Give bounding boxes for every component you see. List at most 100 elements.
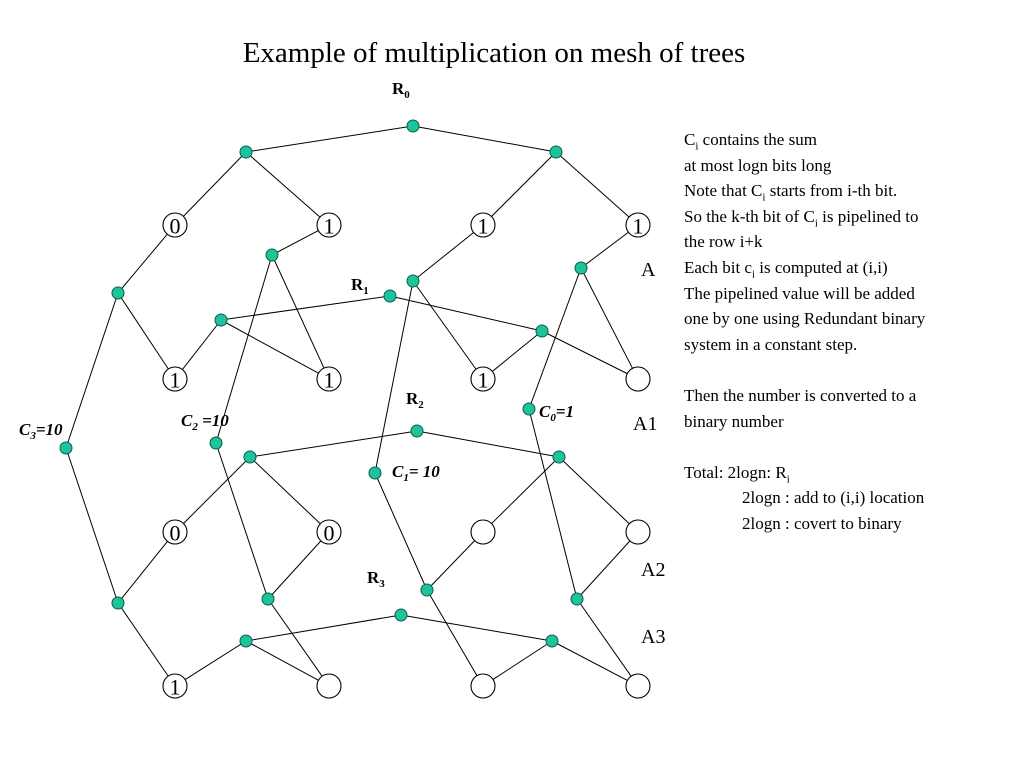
tree-edge bbox=[416, 430, 560, 458]
tree-edge bbox=[576, 540, 631, 600]
tree-node-c1-t bbox=[406, 274, 420, 288]
tree-edge bbox=[117, 541, 168, 604]
tree-edge bbox=[389, 295, 543, 332]
grid-cell-1-2: 1 bbox=[470, 366, 496, 393]
tree-nodes bbox=[59, 119, 588, 648]
slide-title: Example of multiplication on mesh of tre… bbox=[242, 37, 746, 69]
tree-edge bbox=[249, 456, 321, 525]
tree-node-c1-root bbox=[368, 466, 382, 480]
note-line: Each bit ci is computed at (i,i) bbox=[684, 257, 888, 281]
tree-node-r1-root bbox=[383, 289, 397, 303]
tree-node-r0-root bbox=[406, 119, 420, 133]
tree-edge bbox=[245, 125, 414, 153]
note-line: binary number bbox=[684, 411, 784, 431]
tree-edge bbox=[492, 640, 553, 680]
grid-cell-value: 1 bbox=[478, 368, 489, 393]
column-tree-label-c3: C3=10 bbox=[19, 420, 63, 442]
tree-edge bbox=[576, 598, 632, 677]
row-tree-label-r2: R2 bbox=[406, 389, 424, 411]
column-tree-label-c2: C2 =10 bbox=[181, 411, 229, 433]
note-line: The pipelined value will be added bbox=[684, 283, 915, 303]
tree-node-r3-l bbox=[239, 634, 253, 648]
note-line: the row i+k bbox=[684, 232, 763, 252]
tree-node-r0-r bbox=[549, 145, 563, 159]
note-line: Note that Ci starts from i-th bit. bbox=[684, 181, 898, 204]
grid-cell-0-3: 1 bbox=[625, 212, 651, 239]
tree-edge bbox=[220, 319, 319, 374]
tree-node-r2-root bbox=[410, 424, 424, 438]
note-spacer bbox=[684, 357, 1014, 383]
note-line: Ci contains the sum bbox=[684, 130, 817, 153]
tree-edge bbox=[271, 254, 325, 369]
tree-edge bbox=[426, 540, 476, 591]
tree-edge bbox=[65, 292, 119, 449]
tree-edge bbox=[117, 233, 168, 294]
note-line: Then the number is converted to a bbox=[684, 385, 917, 405]
grid-cell-1-1: 1 bbox=[316, 366, 342, 393]
tree-edge bbox=[400, 614, 553, 642]
grid-cell-value: 0 bbox=[324, 521, 335, 546]
tree-edge bbox=[245, 151, 321, 218]
tree-edge bbox=[412, 125, 557, 153]
grid-cell-2-0: 0 bbox=[162, 519, 188, 546]
note-line: So the k-th bit of Ci is pipelined to bbox=[684, 206, 919, 230]
tree-node-c0-b bbox=[570, 592, 584, 606]
tree-edge bbox=[267, 598, 323, 677]
tree-edge bbox=[249, 430, 418, 458]
grid-cell-value: 1 bbox=[633, 214, 644, 239]
grid-cell-value: 0 bbox=[170, 521, 181, 546]
tree-edge bbox=[181, 319, 222, 370]
tree-node-r3-r bbox=[545, 634, 559, 648]
note-line: at most logn bits long bbox=[684, 155, 832, 175]
tree-edge bbox=[412, 232, 474, 282]
tree-edge bbox=[267, 540, 322, 600]
tree-edge bbox=[551, 640, 628, 681]
row-tree-label-r1: R1 bbox=[351, 275, 369, 297]
tree-edge bbox=[183, 456, 251, 524]
note-line: system in a constant step. bbox=[684, 334, 858, 354]
tree-edge bbox=[580, 267, 633, 369]
grid-cell-0-2: 1 bbox=[470, 212, 496, 239]
grid-cell-2-3 bbox=[625, 519, 651, 545]
note-line: 2logn : add to (i,i) location bbox=[742, 488, 925, 508]
tree-node-c3-t bbox=[111, 286, 125, 300]
tree-node-c2-root bbox=[209, 436, 223, 450]
tree-edge bbox=[541, 330, 628, 375]
row-label-a1: A1 bbox=[633, 413, 657, 435]
tree-edge bbox=[245, 614, 402, 642]
tree-node-c3-b bbox=[111, 596, 125, 610]
tree-edge bbox=[426, 589, 478, 676]
tree-edge bbox=[580, 231, 629, 269]
grid-cell-1-0: 1 bbox=[162, 366, 188, 393]
row-label-a2: A2 bbox=[641, 559, 665, 581]
note-line: one by one using Redundant binary bbox=[684, 309, 926, 329]
grid-cell-0-0: 0 bbox=[162, 212, 188, 239]
column-tree-label-c0: C0=1 bbox=[539, 402, 574, 424]
tree-edge bbox=[271, 230, 319, 256]
tree-edge bbox=[491, 456, 560, 524]
tree-node-c0-t bbox=[574, 261, 588, 275]
tree-edge bbox=[183, 151, 247, 217]
tree-edge bbox=[412, 280, 477, 370]
tree-node-c2-t bbox=[265, 248, 279, 262]
grid-cell-value: 1 bbox=[324, 214, 335, 239]
tree-node-r1-l bbox=[214, 313, 228, 327]
tree-edge bbox=[555, 151, 630, 218]
tree-node-r1-r bbox=[535, 324, 549, 338]
grid-cell-value: 1 bbox=[324, 368, 335, 393]
note-spacer bbox=[684, 434, 1014, 460]
grid-cell-value: 0 bbox=[170, 214, 181, 239]
note-line: Total: 2logn: Ri bbox=[684, 462, 790, 486]
grid-cell-value: 1 bbox=[170, 675, 181, 700]
row-tree-label-r3: R3 bbox=[367, 568, 385, 590]
tree-edge bbox=[184, 640, 247, 680]
grid-cell-3-2 bbox=[470, 673, 496, 699]
grid-cell-value: 1 bbox=[478, 214, 489, 239]
tree-node-r0-l bbox=[239, 145, 253, 159]
tree-edge bbox=[491, 330, 543, 372]
grid-cell-value: 1 bbox=[170, 368, 181, 393]
grid-cell-3-3 bbox=[625, 673, 651, 699]
note-line: 2logn : covert to binary bbox=[742, 513, 902, 533]
tree-edge bbox=[117, 602, 169, 677]
tree-edge bbox=[528, 267, 582, 410]
